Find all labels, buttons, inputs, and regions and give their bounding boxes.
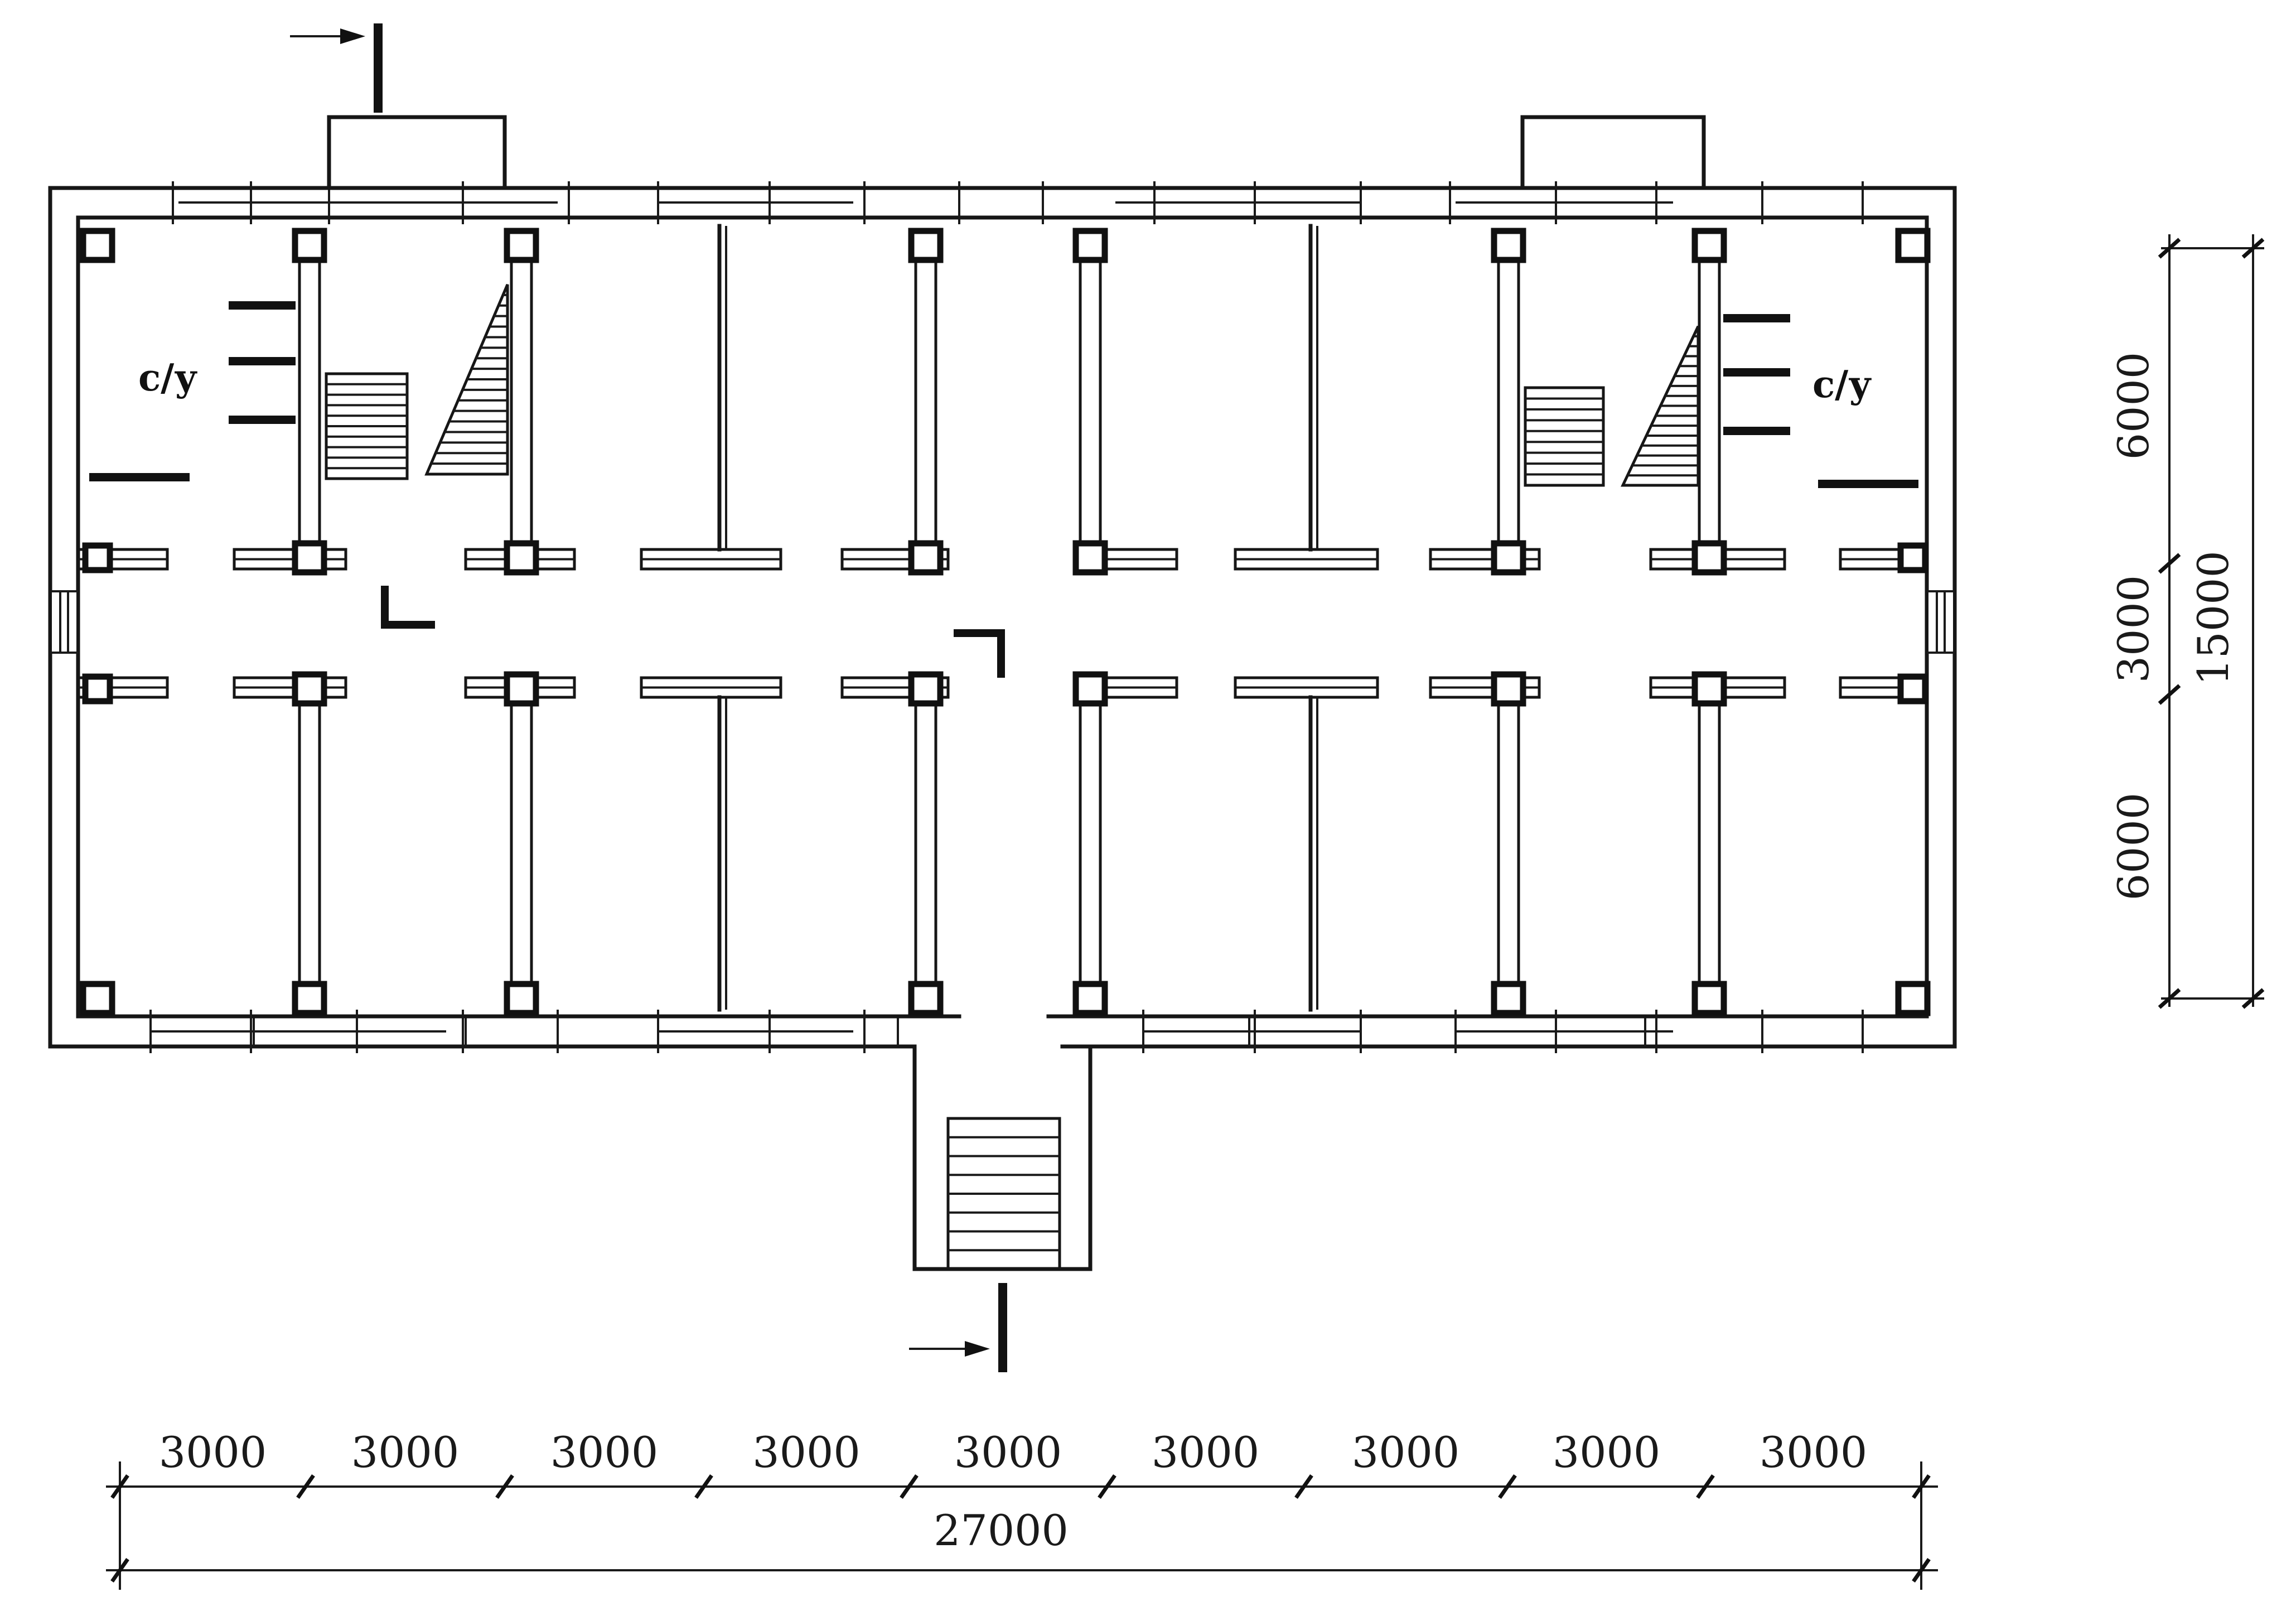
column	[1897, 542, 1928, 573]
axis-tick-icon	[2158, 238, 2181, 259]
axis-tick-icon	[1912, 1557, 1931, 1583]
column	[292, 981, 327, 1016]
dimension-span-horizontal: 3000	[351, 1427, 459, 1477]
column	[80, 228, 115, 263]
column	[82, 673, 113, 705]
outer-walls	[48, 186, 1957, 1049]
axis-tick-icon	[495, 1474, 514, 1499]
column	[908, 228, 944, 263]
column	[1491, 981, 1526, 1016]
section-arrow-icon	[340, 28, 365, 44]
structural-columns	[80, 228, 1931, 1016]
column	[504, 981, 539, 1016]
axis-tick-icon	[2158, 988, 2181, 1009]
axis-tick-icon	[2241, 238, 2265, 259]
dimension-span-vertical: 3000	[2109, 575, 2158, 683]
section-mark-bottom	[909, 1283, 1007, 1372]
column	[1072, 540, 1108, 576]
dimension-span-horizontal: 3000	[752, 1427, 860, 1477]
column	[1072, 981, 1108, 1016]
room-label-bathroom-left: с/у	[138, 356, 198, 399]
dimension-span-horizontal: 3000	[954, 1427, 1062, 1477]
axis-tick-icon	[694, 1474, 713, 1499]
column	[80, 981, 115, 1016]
axis-tick-icon	[110, 1557, 129, 1583]
dimension-span-horizontal: 3000	[1352, 1427, 1459, 1477]
dimension-total-horizontal: 27000	[934, 1506, 1069, 1555]
top-left-vestibule	[327, 115, 507, 190]
section-mark-top	[290, 23, 383, 113]
stair-icon	[1525, 397, 1603, 476]
axis-tick-icon	[110, 1474, 129, 1499]
axis-tick-icon	[2158, 553, 2181, 574]
dimension-span-horizontal: 3000	[1152, 1427, 1259, 1477]
section-line-icon	[998, 1283, 1007, 1372]
axis-tick-icon	[1912, 1474, 1931, 1499]
column	[1491, 671, 1526, 707]
stair-icon	[326, 383, 407, 470]
column	[1491, 228, 1526, 263]
bottom-porch	[912, 1044, 1093, 1271]
column	[1895, 228, 1931, 263]
vertical-dimensions: 6000 3000 6000 15000	[2109, 234, 2265, 1009]
partition-walls	[253, 224, 1721, 1046]
column	[908, 671, 944, 707]
column	[504, 671, 539, 707]
room-label-bathroom-right: с/у	[1812, 363, 1872, 406]
column	[292, 671, 327, 707]
column	[1895, 981, 1931, 1016]
section-line-icon	[374, 23, 383, 113]
axis-tick-icon	[1498, 1474, 1517, 1499]
column	[908, 540, 944, 576]
dimension-span-horizontal: 3000	[1553, 1427, 1660, 1477]
axis-tick-icon	[1696, 1474, 1715, 1499]
column	[82, 542, 113, 573]
stair-icon	[1627, 335, 1698, 477]
bathroom-fixtures-left	[89, 301, 296, 481]
column	[1691, 540, 1727, 576]
top-right-vestibule	[1520, 115, 1706, 190]
column	[908, 981, 944, 1016]
axis-tick-icon	[1098, 1474, 1116, 1499]
axis-tick-icon	[296, 1474, 315, 1499]
window-marks	[149, 181, 1864, 1053]
column	[1691, 228, 1727, 263]
dimension-span-vertical: 6000	[2109, 352, 2158, 460]
bathroom-fixtures-right	[1723, 314, 1918, 488]
horizontal-dimensions: 3000 3000 3000 3000 3000 3000 3000 3000 3000 270…	[106, 1427, 1938, 1590]
dimension-span-horizontal: 3000	[1760, 1427, 1867, 1477]
column	[1072, 671, 1108, 707]
axis-tick-icon	[900, 1474, 919, 1499]
column	[1491, 540, 1526, 576]
column	[292, 228, 327, 263]
axis-tick-icon	[2158, 684, 2181, 705]
column	[1691, 981, 1727, 1016]
axis-tick-icon	[1294, 1474, 1313, 1499]
stair-icon	[431, 293, 507, 465]
axis-tick-icon	[2241, 988, 2265, 1009]
right-stair	[1524, 325, 1700, 487]
column	[292, 540, 327, 576]
dimension-span-vertical: 6000	[2109, 793, 2158, 900]
column	[504, 228, 539, 263]
left-stair	[325, 284, 509, 480]
corner-marks	[381, 586, 1005, 678]
section-arrow-icon	[965, 1341, 990, 1357]
column	[1897, 673, 1928, 705]
column	[1072, 228, 1108, 263]
dimension-total-vertical: 15000	[2188, 551, 2238, 686]
column	[504, 540, 539, 576]
stair-icon	[948, 1136, 1060, 1252]
end-wall-windows	[50, 590, 1955, 654]
column	[1691, 671, 1727, 707]
dimension-span-horizontal: 3000	[550, 1427, 658, 1477]
dimension-span-horizontal: 3000	[159, 1427, 267, 1477]
